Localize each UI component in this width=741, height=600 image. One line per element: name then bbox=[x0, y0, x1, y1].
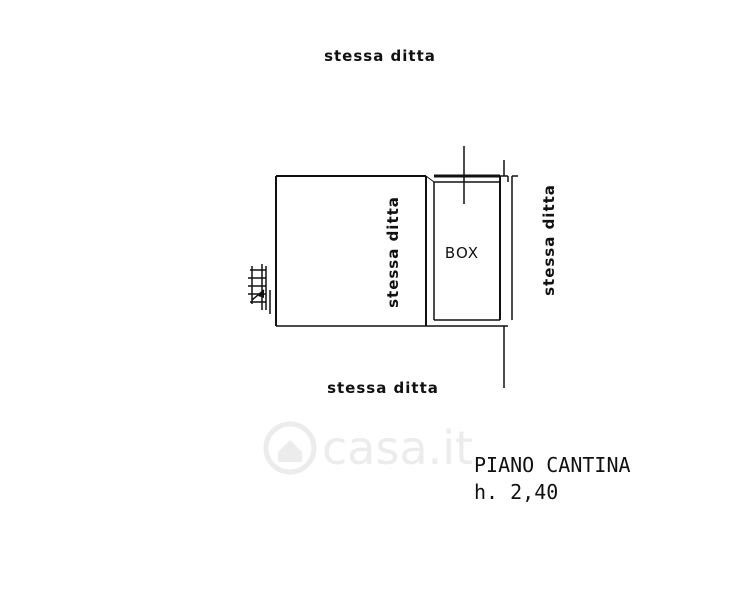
watermark-house-icon bbox=[278, 440, 302, 462]
caption-height: h. 2,40 bbox=[474, 480, 558, 504]
watermark-logo-icon bbox=[263, 421, 317, 475]
staircase-icon bbox=[248, 264, 271, 314]
label-right-vertical: stessa ditta bbox=[540, 184, 558, 296]
caption-title: PIANO CANTINA bbox=[474, 453, 631, 477]
room-outline bbox=[275, 175, 508, 327]
label-top: stessa ditta bbox=[324, 47, 436, 65]
label-inner-vertical: stessa ditta bbox=[384, 196, 402, 308]
watermark-text: casa.it bbox=[322, 421, 473, 475]
stair-arrow-icon bbox=[258, 290, 264, 298]
label-box: BOX bbox=[445, 244, 479, 262]
label-bottom: stessa ditta bbox=[327, 379, 439, 397]
watermark: casa.it bbox=[263, 421, 473, 475]
box-compartment bbox=[425, 174, 518, 326]
boundary-lines bbox=[463, 146, 505, 388]
